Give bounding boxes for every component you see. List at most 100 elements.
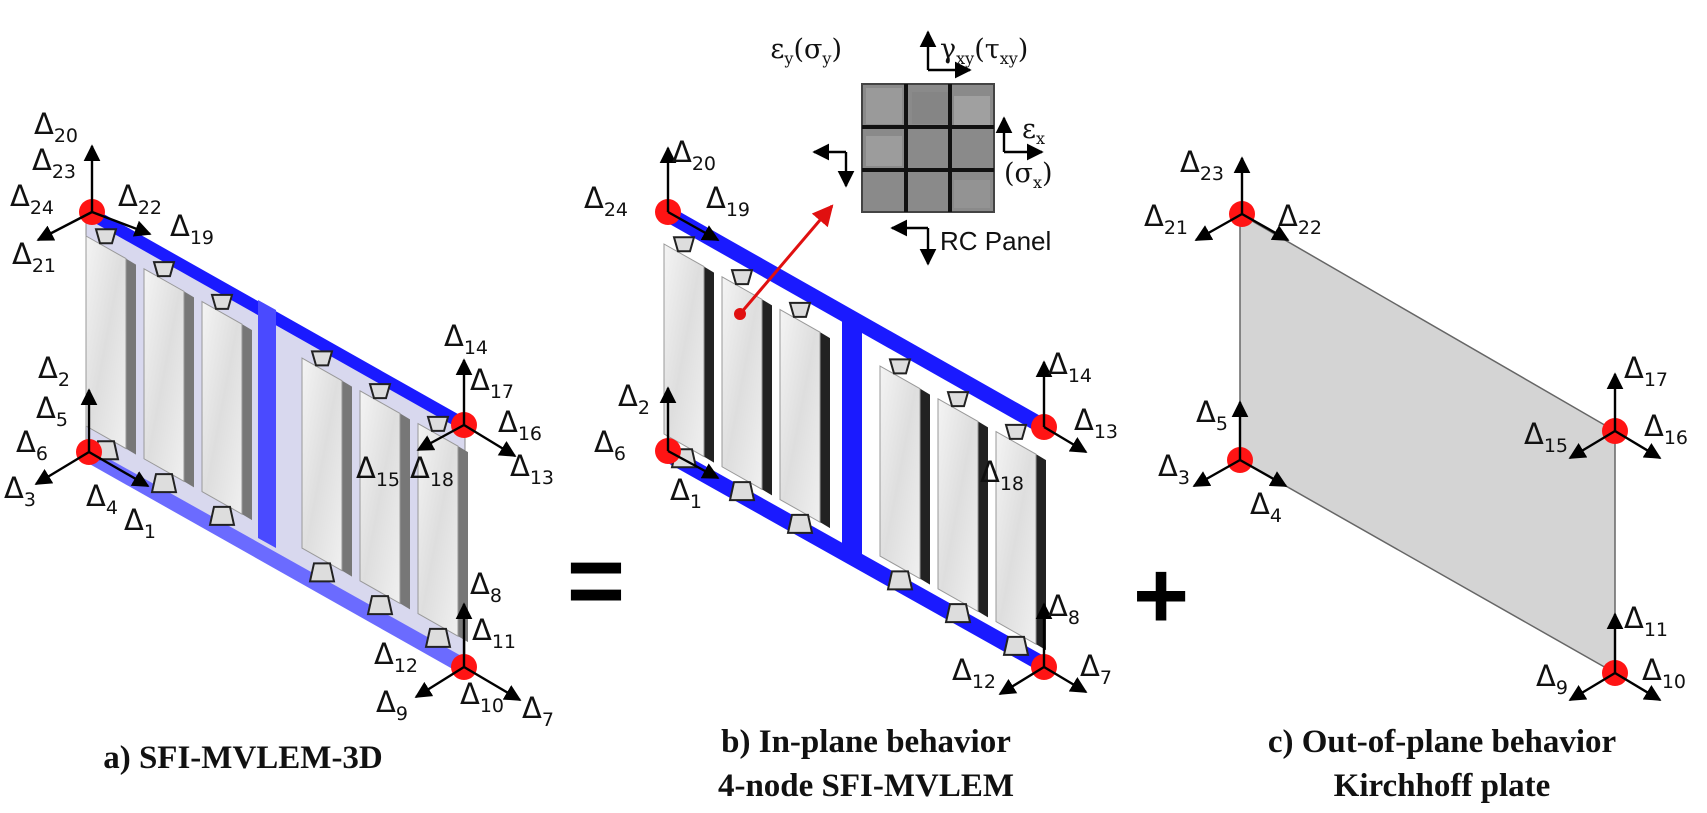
svg-text:Δ5: Δ5 [1196, 395, 1228, 435]
panel-b-5 [937, 397, 979, 613]
beam-b-top [666, 204, 1044, 436]
panel-b-2-link-bottom [728, 481, 756, 502]
svg-text:Δ20: Δ20 [34, 107, 78, 147]
svg-text:Δ18: Δ18 [410, 451, 454, 491]
svg-text:Δ8: Δ8 [1048, 589, 1080, 629]
svg-text:Δ21: Δ21 [12, 237, 56, 277]
svg-text:Δ9: Δ9 [376, 685, 408, 725]
dof-a-20: 20 [54, 125, 78, 147]
panel-b-3 [779, 308, 821, 523]
inset-stress-x: (σ [1004, 158, 1033, 189]
inset-strain-y: ε [770, 34, 784, 65]
panel-a-1-side [126, 258, 136, 455]
svg-text:Δ4: Δ4 [86, 479, 118, 519]
dof-a-7: 7 [542, 709, 554, 731]
panel-b-2 [721, 275, 763, 491]
dof-a-1: 1 [144, 521, 156, 543]
dof-a-5: 5 [56, 409, 68, 431]
svg-text:Δ15: Δ15 [1524, 417, 1568, 457]
svg-text:Δ11: Δ11 [1624, 601, 1668, 641]
panels-b [663, 236, 1046, 656]
beam-b-vertical [842, 318, 862, 560]
svg-text:Δ22: Δ22 [1278, 199, 1322, 239]
inset-shear: γ [940, 34, 956, 65]
svg-text:Δ2: Δ2 [38, 351, 70, 391]
equals-operator: = [567, 525, 625, 637]
svg-text:Δ22: Δ22 [118, 179, 162, 219]
svg-text:Δ4: Δ4 [1250, 487, 1282, 527]
figure-c-out-of-plane: Δ23 Δ21 Δ22 Δ5 Δ3 Δ4 Δ17 Δ15 Δ16 Δ11 Δ9 … [1144, 145, 1688, 804]
dof-arrows-c [1192, 156, 1662, 702]
dof-a-11: 11 [492, 631, 516, 653]
dof-a-20-symbol: Δ [34, 107, 54, 141]
panel-a-3-link-bottom [208, 505, 236, 526]
panel-a-6-side [458, 446, 468, 643]
svg-text:Δ16: Δ16 [1644, 409, 1688, 449]
dof-arrows-b [659, 146, 1088, 696]
panel-a-5-link-bottom [366, 595, 394, 616]
svg-text:Δ20: Δ20 [672, 135, 716, 175]
dof-a-24: 24 [30, 197, 54, 219]
svg-text:Δ3: Δ3 [1158, 449, 1190, 489]
dof-c-10: 10 [1662, 671, 1686, 693]
dof-c-15: 15 [1544, 435, 1568, 457]
dof-c-4: 4 [1270, 505, 1282, 527]
svg-text:Δ12: Δ12 [952, 653, 996, 693]
dof-a-15: 15 [376, 469, 400, 491]
dof-c-17: 17 [1644, 369, 1668, 391]
svg-text:Δ7: Δ7 [1080, 649, 1112, 689]
dof-b-14: 14 [1068, 365, 1092, 387]
panel-b-5-side [978, 421, 988, 618]
dof-a-17: 17 [490, 381, 514, 403]
svg-text:Δ23: Δ23 [32, 143, 76, 183]
figure-b-in-plane: Δ20 Δ24 Δ19 Δ2 Δ6 Δ1 Δ14 Δ13 Δ18 Δ8 Δ12 … [584, 30, 1118, 804]
panel-a-2 [143, 267, 185, 483]
svg-text:Δ14: Δ14 [444, 319, 488, 359]
caption-c-line2: Kirchhoff plate [1334, 768, 1551, 804]
panel-a-1-link-top [94, 228, 118, 245]
panel-a-6 [417, 422, 459, 638]
dof-a-16: 16 [518, 423, 542, 445]
svg-text:Δ1: Δ1 [670, 473, 702, 513]
panel-b-4-side [920, 388, 930, 585]
panel-a-3 [201, 300, 243, 515]
svg-text:Δ13: Δ13 [1074, 403, 1118, 443]
svg-text:Δ19: Δ19 [706, 181, 750, 221]
panel-b-2-side [762, 299, 772, 496]
caption-a: a) SFI-MVLEM-3D [103, 740, 383, 776]
dof-c-11: 11 [1644, 619, 1668, 641]
dof-labels-a: Δ20 Δ23 Δ24 Δ22 Δ21 Δ19 Δ2 Δ5 Δ6 Δ3 Δ4 Δ… [4, 107, 554, 731]
svg-text:γxy(τxy): γxy(τxy) [940, 34, 1028, 68]
panel-b-6-link-bottom [1002, 635, 1030, 656]
panels-a [85, 228, 468, 648]
panel-b-2-link-top [730, 269, 754, 286]
panel-a-3-side [242, 324, 252, 521]
beam-a-vertical [258, 300, 276, 548]
dof-b-19: 19 [726, 199, 750, 221]
dof-b-20: 20 [692, 153, 716, 175]
dof-c-3: 3 [1178, 467, 1190, 489]
panel-b-6-side [1036, 454, 1046, 651]
panel-a-4-link-top [310, 350, 334, 367]
panel-a-2-side [184, 291, 194, 488]
svg-text:Δ5: Δ5 [36, 391, 68, 431]
dof-c-9: 9 [1556, 677, 1568, 699]
panel-a-4-side [342, 380, 352, 577]
panel-b-1-side [704, 266, 714, 463]
dof-a-4: 4 [106, 497, 118, 519]
dof-b-24: 24 [604, 199, 628, 221]
svg-text:(σx): (σx) [1004, 158, 1053, 192]
panel-b-3-link-bottom [786, 513, 814, 534]
svg-text:Δ17: Δ17 [470, 363, 514, 403]
figure-a-sfi-mvlem-3d: Δ20 Δ23 Δ24 Δ22 Δ21 Δ19 Δ2 Δ5 Δ6 Δ3 Δ4 Δ… [4, 107, 554, 776]
dof-c-5: 5 [1216, 413, 1228, 435]
panel-b-6-link-top [1004, 423, 1028, 440]
panel-a-5-link-top [368, 383, 392, 400]
dof-a-3: 3 [24, 489, 36, 511]
svg-text:Δ8: Δ8 [470, 567, 502, 607]
dof-a-6: 6 [36, 443, 48, 465]
svg-text:Δ7: Δ7 [522, 691, 554, 731]
caption-b-line2: 4-node SFI-MVLEM [718, 768, 1014, 804]
svg-text:εy(σy): εy(σy) [770, 34, 842, 68]
caption-b-line1: b) In-plane behavior [721, 724, 1011, 760]
